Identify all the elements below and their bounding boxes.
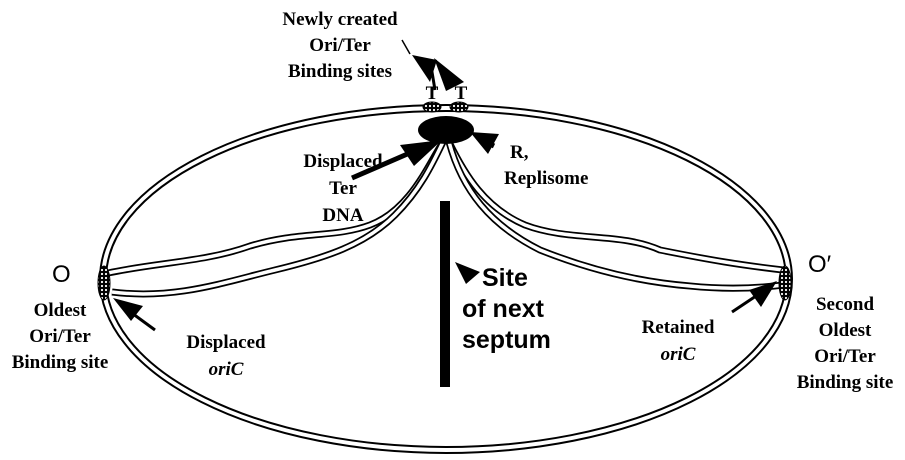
retained-oric-line-1: Retained xyxy=(642,317,715,338)
septum-bar xyxy=(440,201,450,387)
second-oldest-line-4: Binding site xyxy=(797,372,894,393)
label-site-septum: Site of next septum xyxy=(462,264,551,354)
displaced-ter-line-2: Ter xyxy=(329,178,357,199)
site-septum-line-1: Site xyxy=(482,264,528,292)
site-septum-line-2: of next xyxy=(462,295,545,323)
label-replisome: R, Replisome xyxy=(504,142,588,189)
displaced-oric-line-2: oriC xyxy=(209,359,244,380)
right-binding-site xyxy=(779,266,791,300)
newly-created-line-2: Ori/Ter xyxy=(309,35,371,56)
arrow-site-septum xyxy=(455,262,480,284)
second-oldest-line-3: Ori/Ter xyxy=(814,346,876,367)
label-displaced-oric: Displaced oriC xyxy=(186,332,266,380)
oldest-line-2: Ori/Ter xyxy=(29,326,91,347)
label-retained-oric: Retained oriC xyxy=(642,317,715,365)
label-oldest: Oldest Ori/Ter Binding site xyxy=(12,300,109,373)
newly-created-line-3: Binding sites xyxy=(288,61,392,82)
dna-strand-right-upper xyxy=(449,142,783,270)
replisome-body xyxy=(418,116,474,144)
label-second-oldest: Second Oldest Ori/Ter Binding site xyxy=(797,294,894,393)
dna-strand-left-lower xyxy=(112,142,443,294)
o-label-left: O xyxy=(52,261,71,288)
label-displaced-ter: Displaced Ter DNA xyxy=(303,151,383,226)
replisome-line-1: R, xyxy=(510,142,529,163)
site-septum-line-3: septum xyxy=(462,326,551,354)
retained-oric-line-2: oriC xyxy=(661,344,696,365)
t-label-left: T xyxy=(426,83,439,104)
left-binding-site xyxy=(98,266,110,300)
displaced-ter-line-3: DNA xyxy=(322,205,363,226)
label-newly-created: Newly created Ori/Ter Binding sites xyxy=(282,9,398,82)
arrow-replisome xyxy=(470,132,499,154)
newly-created-line-1: Newly created xyxy=(282,9,398,30)
second-oldest-line-2: Oldest xyxy=(819,320,872,341)
oldest-line-3: Binding site xyxy=(12,352,109,373)
t-label-right: T xyxy=(455,83,468,104)
o-label-right: O′ xyxy=(808,251,832,278)
replisome-line-2: Replisome xyxy=(504,168,588,189)
displaced-ter-line-1: Displaced xyxy=(303,151,383,172)
displaced-oric-line-1: Displaced xyxy=(186,332,266,353)
oldest-line-1: Oldest xyxy=(34,300,87,321)
second-oldest-line-1: Second xyxy=(816,294,875,315)
